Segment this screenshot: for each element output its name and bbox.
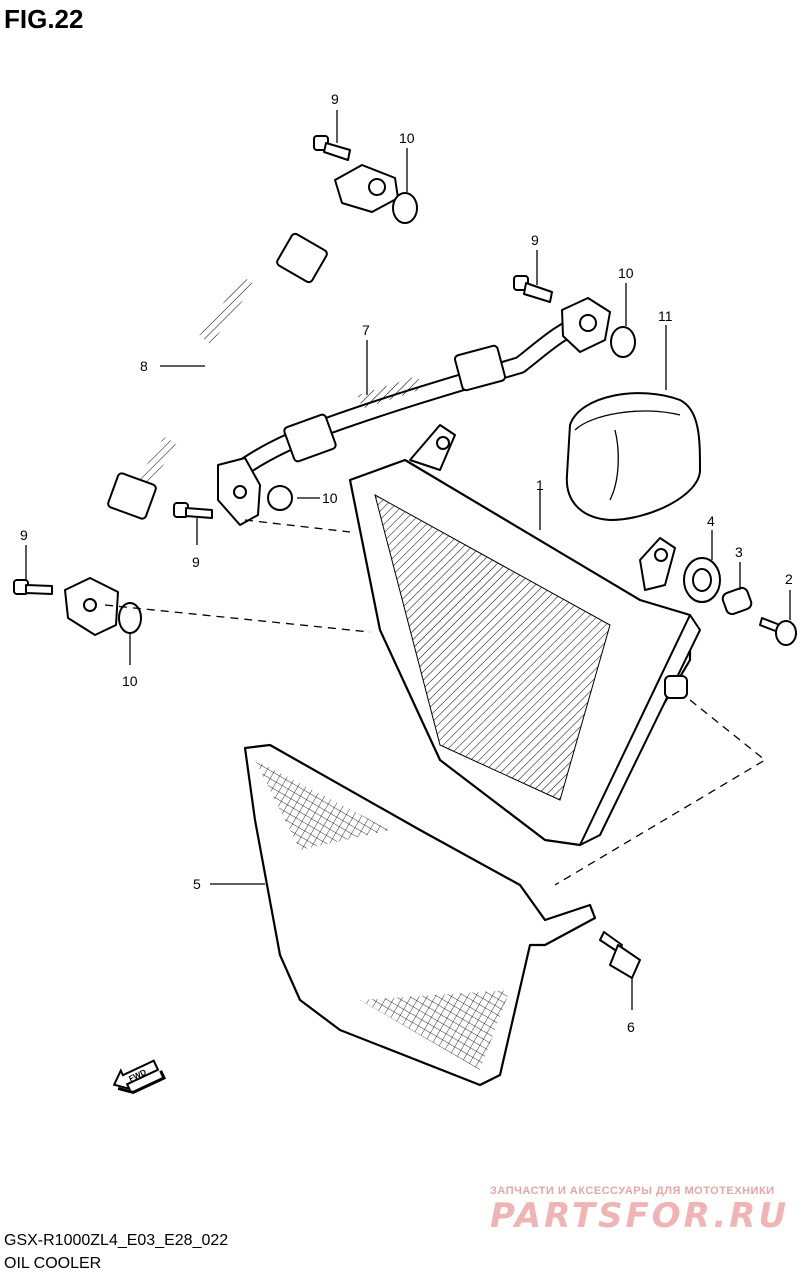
callout-6: 6	[627, 1019, 635, 1035]
hose-8-upper-flange	[334, 164, 399, 213]
bolt-9-left	[13, 579, 53, 595]
callout-10-left: 10	[122, 673, 138, 689]
callout-9-mid: 9	[192, 554, 200, 570]
callout-8: 8	[140, 358, 148, 374]
callout-7: 7	[362, 322, 370, 338]
callout-5: 5	[193, 876, 201, 892]
callout-9-top: 9	[331, 91, 339, 107]
oil-cooler-1	[348, 424, 701, 847]
bolt-9-top	[313, 135, 351, 161]
o-ring-10-left	[118, 602, 142, 634]
bolt-9-mid-right	[513, 275, 553, 303]
watermark-tagline: ЗАПЧАСТИ И АКСЕССУАРЫ ДЛЯ МОТОТЕХНИКИ	[490, 1185, 775, 1197]
callout-11: 11	[658, 308, 673, 324]
o-ring-10-top	[392, 192, 418, 224]
part-callouts: 9 10 9 10 11 7 8 1 10 9 9 10 4 3 2 5 6	[20, 91, 793, 1035]
grommet-4	[683, 557, 721, 603]
callout-9-right: 9	[531, 232, 539, 248]
callout-9-left: 9	[20, 527, 28, 543]
section-name: OIL COOLER	[4, 1255, 102, 1272]
bolt-6	[599, 931, 641, 979]
o-ring-10-right	[610, 326, 636, 358]
o-ring-10-mid	[267, 485, 293, 511]
callout-10-top: 10	[399, 130, 415, 146]
guard-5	[243, 743, 597, 1087]
forward-direction-arrow: FWD	[112, 1059, 166, 1094]
callout-2: 2	[785, 571, 793, 587]
collar-3	[721, 586, 753, 616]
watermark-logo: PARTSFOR.RU	[490, 1196, 790, 1236]
callout-4: 4	[707, 513, 715, 529]
callout-1: 1	[536, 477, 544, 493]
hose-7	[217, 297, 611, 526]
figure-title: FIG.22	[4, 4, 84, 34]
oil-filter-11	[565, 392, 701, 521]
leader-lines	[25, 110, 791, 1010]
bolt-2	[759, 617, 797, 646]
hose-8	[64, 164, 399, 636]
callout-10-right: 10	[618, 265, 634, 281]
fwd-label: FWD	[127, 1067, 148, 1083]
bolt-9-mid-left	[173, 502, 213, 519]
model-code: GSX-R1000ZL4_E03_E28_022	[4, 1232, 229, 1249]
callout-3: 3	[735, 544, 743, 560]
callout-10-mid: 10	[322, 490, 338, 506]
